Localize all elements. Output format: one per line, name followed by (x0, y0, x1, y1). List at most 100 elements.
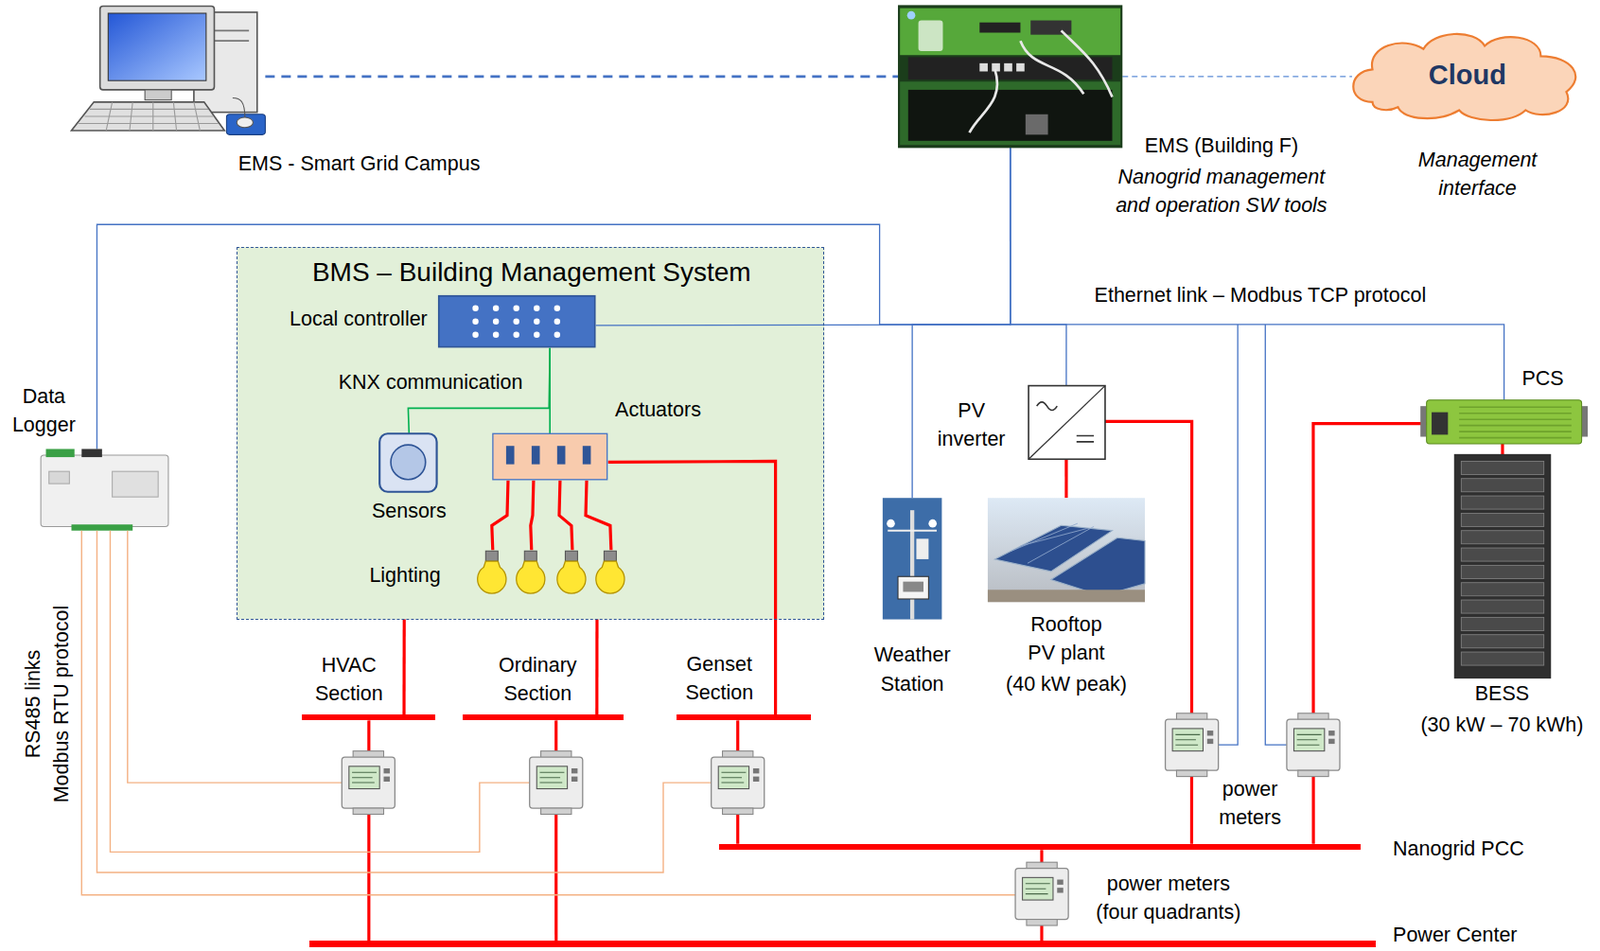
network-label: Ethernet link – Modbus TCP protocol (1094, 281, 1427, 310)
sensor-icon (390, 444, 426, 480)
weather-station-photo (886, 519, 896, 528)
controller-box (439, 296, 596, 348)
ems-server-photo (979, 22, 1020, 34)
pv-plant-photo (1051, 537, 1145, 596)
node-text: Ordinary Section (498, 650, 577, 708)
battery-rack (1460, 599, 1544, 614)
ems-server-photo (1025, 114, 1049, 136)
node-text: Sensors (371, 496, 447, 526)
weather-station: Weather Station (882, 497, 943, 619)
node-text: Weather Station (874, 640, 951, 698)
protocol-label: Modbus RTU protocol (47, 605, 76, 804)
ethernet-link (96, 147, 1010, 449)
data-logger-device (40, 448, 169, 530)
workstation-illustration (226, 114, 265, 136)
weather-station-photo (887, 529, 937, 532)
pcs-device (1582, 405, 1588, 437)
node-text: PCS (1521, 364, 1564, 393)
workstation-illustration (100, 5, 215, 89)
controller-box (492, 331, 499, 337)
workstation-illustration (78, 102, 219, 131)
battery-rack (1460, 616, 1544, 631)
controller-box (554, 317, 561, 324)
bms-region-fill (236, 246, 825, 620)
inverter-symbol (1076, 435, 1094, 441)
light-bulbs (557, 550, 586, 594)
sensor-icon (379, 433, 437, 492)
pv-plant-photo (1011, 523, 1094, 563)
node-text: Data Logger (12, 381, 76, 439)
controller-box (472, 304, 561, 338)
ems-server-photo (907, 11, 916, 20)
pcs-device (1426, 400, 1583, 444)
inverter-symbol (1028, 386, 1106, 460)
workstation-node: EMS - Smart Grid Campus (87, 4, 266, 127)
pv-plant-photo (987, 497, 1145, 602)
actuator-box (531, 445, 541, 464)
light-bulbs (516, 550, 546, 594)
node-text: Nanogrid management and operation SW too… (1107, 162, 1336, 220)
node-text: PV inverter (937, 396, 1006, 454)
ems-server-photo (979, 63, 988, 72)
power-line (1064, 458, 1068, 498)
power-meter (1015, 861, 1069, 926)
inverter-symbol (1037, 402, 1058, 411)
rs485-wires (127, 530, 342, 783)
genset-busbar: Genset Section (676, 714, 811, 721)
node-text: EMS - Smart Grid Campus (238, 149, 481, 178)
meter-ethernet-wires (1265, 324, 1287, 745)
controller-box (512, 317, 519, 324)
weather-station-photo (897, 576, 929, 599)
controller-box (533, 304, 540, 311)
controller-box (533, 317, 540, 324)
data-logger: Data Logger (40, 449, 169, 531)
rs485-wires (109, 530, 529, 853)
ems-server-photo (1016, 63, 1025, 72)
data-logger-device (70, 524, 133, 530)
power-line (1105, 421, 1193, 844)
node-text: Lighting (369, 561, 440, 590)
battery-rack (1460, 651, 1544, 666)
node-text: Local controller (289, 304, 428, 334)
hvac-busbar: HVAC Section (301, 714, 436, 721)
knx-link (548, 348, 551, 436)
workstation-illustration (70, 5, 265, 135)
weather-station-photo (882, 497, 943, 619)
pcc-busbar: Nanogrid PCC (719, 843, 1360, 850)
controller-box (472, 304, 478, 311)
power-line (492, 480, 612, 550)
controller-box (533, 331, 540, 337)
weather-station-photo (910, 509, 915, 619)
battery-rack (1454, 454, 1551, 679)
battery-rack (1460, 564, 1544, 579)
pv-plant-photo (987, 589, 1145, 602)
meter-ethernet-wires (1218, 324, 1287, 745)
pv-plant: Rooftop PV plant(40 kW peak) (987, 497, 1145, 602)
battery-rack (1460, 512, 1544, 527)
ems-server-photo (899, 81, 1121, 145)
cloud-node: CloudManagement interface (1352, 35, 1589, 118)
pcs-unit: PCS (1426, 400, 1583, 444)
controller-box (472, 317, 478, 324)
battery-rack (1460, 547, 1544, 562)
power-meter (1286, 713, 1340, 777)
node-text: HVAC Section (315, 650, 384, 708)
power-line (1313, 423, 1427, 844)
dashed-link (264, 75, 898, 79)
weather-station-photo (882, 497, 943, 619)
battery-rack (1460, 582, 1544, 597)
bus-label: KNX communication (338, 368, 524, 397)
ordinary-busbar: Ordinary Section (462, 714, 624, 721)
data-logger-device (81, 448, 103, 458)
local-controller: Local controller (439, 297, 597, 349)
bms-region: BMS – Building Management SystemLocal co… (236, 246, 825, 620)
workstation-illustration (144, 89, 172, 101)
power-line (595, 619, 598, 715)
weather-station-photo (928, 519, 937, 528)
battery-rack (1460, 634, 1544, 649)
battery-rack (1460, 460, 1544, 475)
controller-box (554, 304, 561, 311)
rs485-wires (96, 530, 711, 873)
pcs-device (1420, 405, 1426, 437)
